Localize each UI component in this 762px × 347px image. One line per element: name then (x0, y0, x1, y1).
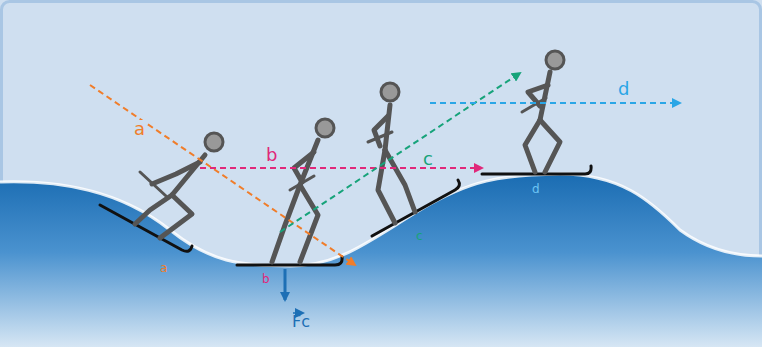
position-label: d (532, 183, 540, 195)
position-label: a (160, 262, 167, 274)
line-label: c (423, 150, 433, 168)
line-label: d (618, 80, 629, 98)
force-label: Fc (292, 314, 310, 330)
line-label: b (264, 146, 279, 164)
position-label: b (262, 273, 270, 285)
position-label: c (416, 230, 423, 242)
line-label: a (132, 120, 147, 138)
